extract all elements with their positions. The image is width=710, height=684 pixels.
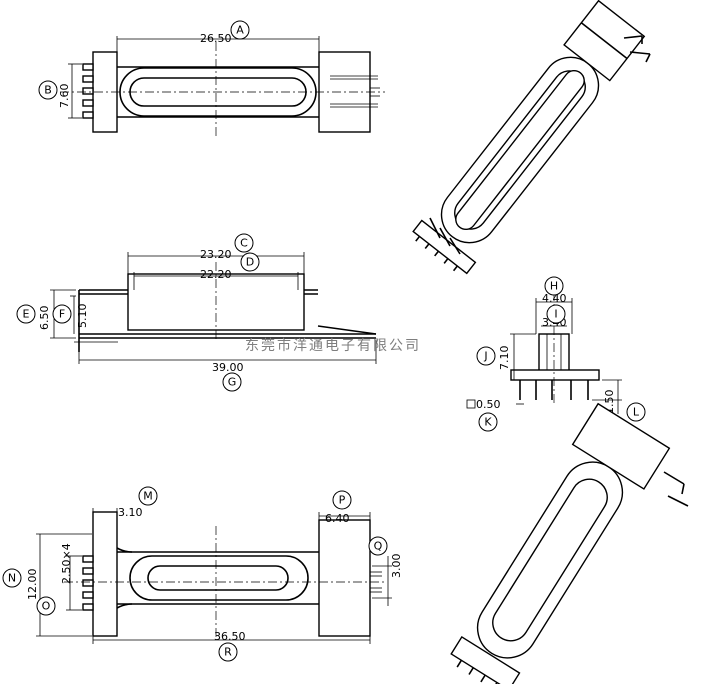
dim-P-value: 6.40 (325, 512, 350, 525)
svg-text:G: G (228, 376, 237, 389)
square-pin-symbol (466, 399, 476, 409)
bottom-view-winding-inner (147, 565, 289, 591)
callout-d: D (240, 252, 260, 272)
svg-text:R: R (224, 646, 232, 659)
bottom-view-right-pins (370, 571, 382, 593)
callout-f: F (52, 304, 72, 324)
callout-c: C (234, 233, 254, 253)
dim-K-value: 0.50 (476, 398, 501, 411)
dim-B-value: 7.60 (58, 84, 71, 109)
svg-text:H: H (550, 280, 558, 293)
bottom-view-left-pins (82, 555, 94, 611)
dim-L-value: 1.50 (603, 390, 616, 415)
callout-k: K (478, 412, 498, 432)
svg-text:C: C (240, 237, 248, 250)
dim-E-value: 6.50 (38, 306, 51, 331)
svg-text:F: F (59, 308, 65, 321)
dim-J-value: 7.10 (498, 346, 511, 371)
isometric-view-top (412, 0, 646, 275)
dim-G-value: 39.00 (212, 361, 244, 374)
svg-text:E: E (23, 308, 30, 321)
end-view-pins (519, 380, 589, 400)
isometric-view-top-pins (429, 35, 651, 255)
svg-text:M: M (143, 490, 153, 503)
dim-O-value: 2.50×4 (60, 543, 73, 584)
callout-q: Q (368, 536, 388, 556)
callout-a: A (230, 20, 250, 40)
svg-text:K: K (484, 416, 492, 429)
dim-H-value: 4.40 (542, 292, 567, 305)
svg-text:A: A (236, 24, 244, 37)
callout-m: M (138, 486, 158, 506)
top-view-left-pins (82, 63, 94, 119)
dim-C-value: 23.20 (200, 248, 232, 261)
isometric-view-bottom-pins (663, 471, 689, 507)
top-view-right-pins (330, 75, 380, 108)
isometric-view-bottom (450, 402, 671, 684)
svg-text:B: B (44, 84, 52, 97)
dim-Q-value: 3.00 (390, 554, 403, 579)
company-watermark: 东莞市洋通电子有限公司 (245, 337, 421, 354)
callout-r: R (218, 642, 238, 662)
end-view-base (510, 369, 600, 381)
side-view: 23.20 22.20 6.50 5.10 39.00 (38, 248, 377, 374)
callout-h: H (544, 276, 564, 296)
bottom-view-winding-outer (129, 555, 309, 601)
top-view: 26.50 7.60 (58, 32, 385, 136)
bottom-view: 3.10 6.40 3.00 12.00 2.50×4 36.50 (26, 506, 403, 644)
svg-text:Q: Q (374, 540, 383, 553)
svg-text:P: P (339, 494, 346, 507)
callout-i: I (546, 304, 566, 324)
end-view: 4.40 3.40 7.10 0.50 1.50 (466, 292, 622, 415)
callout-b: B (38, 80, 58, 100)
dim-N-value: 12.00 (26, 569, 39, 601)
callout-o: O (36, 596, 56, 616)
callout-p: P (332, 490, 352, 510)
svg-text:N: N (8, 572, 16, 585)
dim-D-value: 22.20 (200, 268, 232, 281)
callout-j: J (476, 346, 496, 366)
bottom-view-left-flange (92, 511, 118, 637)
callout-l: L (626, 402, 646, 422)
dim-M-value: 3.10 (118, 506, 143, 519)
svg-text:I: I (554, 308, 557, 321)
callout-e: E (16, 304, 36, 324)
svg-text:J: J (483, 350, 487, 363)
svg-text:L: L (633, 406, 640, 419)
bottom-view-right-flange (318, 519, 371, 637)
dim-R-value: 36.50 (214, 630, 246, 643)
svg-text:D: D (246, 256, 254, 269)
dim-A-value: 26.50 (200, 32, 232, 45)
callout-n: N (2, 568, 22, 588)
callout-g: G (222, 372, 242, 392)
svg-text:O: O (42, 600, 51, 613)
dim-F-value: 5.10 (76, 304, 89, 329)
